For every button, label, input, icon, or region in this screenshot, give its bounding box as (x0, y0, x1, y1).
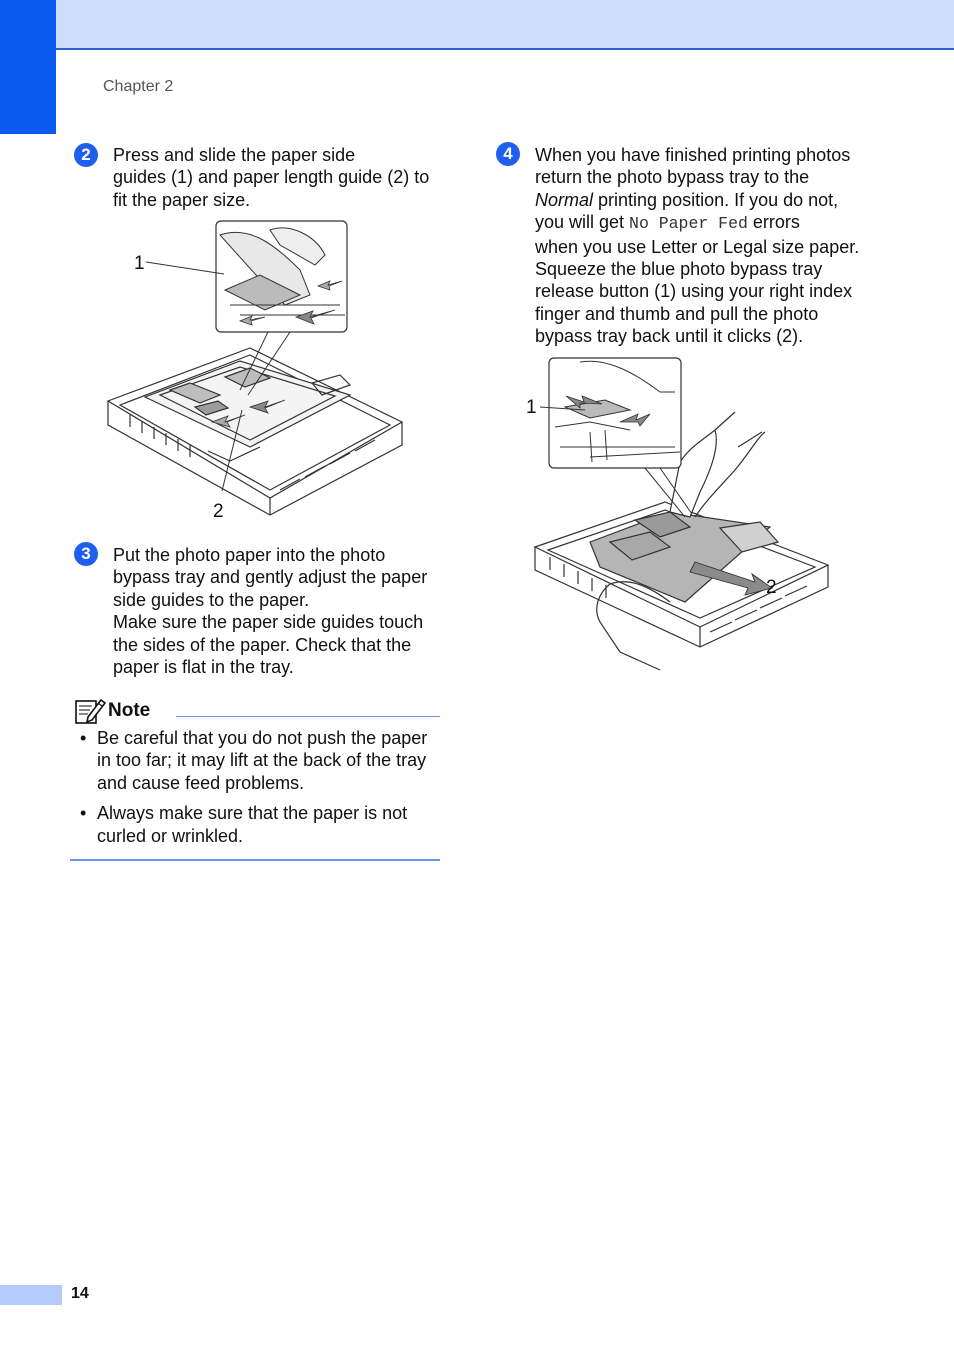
step-4-line: bypass tray back until it clicks (2). (535, 326, 804, 347)
step-3-text: Put the photo paper into the photo bypas… (113, 544, 443, 678)
step-3-line: paper is flat in the tray. (113, 657, 294, 678)
step-3-line: side guides to the paper. (113, 589, 310, 610)
step-2-line: guides (1) and paper length guide (2) to (113, 167, 430, 188)
normal-mode-term: Normal (535, 189, 594, 210)
step-4-text: When you have finished printing photos r… (535, 144, 875, 348)
note-list: • Be careful that you do not push the pa… (80, 727, 440, 855)
chapter-label: Chapter 2 (103, 78, 174, 95)
step-4-line: you will get No Paper Fed errors (535, 211, 875, 235)
note-item: • Always make sure that the paper is not… (80, 802, 440, 847)
note-divider-bottom (70, 859, 440, 861)
step-2-line: fit the paper size. (113, 189, 251, 210)
step-2-line: Press and slide the paper side (113, 145, 356, 165)
chapter-tab (0, 0, 56, 134)
figure-1-label-2: 2 (213, 501, 224, 522)
step-2-text: Press and slide the paper side guides (1… (113, 144, 443, 211)
note-line: and cause feed problems. (97, 772, 305, 793)
step-3-line: the sides of the paper. Check that the (113, 634, 412, 655)
step-3-line: Put the photo paper into the photo (113, 545, 386, 565)
step-3-line: bypass tray and gently adjust the paper (113, 567, 428, 588)
note-line: curled or wrinkled. (97, 825, 244, 846)
note-header: Note (74, 697, 440, 727)
step-4-line-post: errors (747, 212, 800, 233)
step-4-line-rest: printing position. If you do not, (593, 189, 839, 210)
paper-guide-illustration: 1 2 (106, 220, 404, 522)
note-line: Always make sure that the paper is not (97, 803, 408, 824)
header-band (0, 0, 954, 50)
step-4-line: Squeeze the blue photo bypass tray (535, 259, 823, 280)
page-number: 14 (71, 1285, 89, 1302)
figure-2-label-1: 1 (526, 397, 537, 418)
step-4-line: Normal printing position. If you do not, (535, 189, 875, 211)
page-number-tab (0, 1285, 62, 1305)
note-line: Be careful that you do not push the pape… (97, 728, 428, 748)
note-line: in too far; it may lift at the back of t… (97, 750, 427, 771)
note-divider-top (176, 716, 440, 717)
figure-2-label-2: 2 (766, 577, 777, 598)
bypass-tray-illustration: 1 2 (526, 357, 830, 671)
note-bullet: • (80, 803, 87, 824)
step-4-line-pre: you will get (535, 212, 630, 233)
note-bullet: • (80, 728, 87, 748)
step-4-line: when you use Letter or Legal size paper. (535, 236, 860, 257)
step-3-line: Make sure the paper side guides touch (113, 612, 424, 633)
step-4-line: When you have finished printing photos (535, 145, 851, 165)
error-message-code: No Paper Fed (629, 214, 748, 234)
step-4-line: finger and thumb and pull the photo (535, 303, 819, 324)
step-3-badge: 3 (74, 542, 98, 566)
figure-1-label-1: 1 (134, 253, 145, 274)
note-title: Note (108, 700, 151, 721)
step-2-badge: 2 (74, 143, 98, 167)
step-4-line: release button (1) using your right inde… (535, 281, 853, 302)
step-4-badge: 4 (496, 142, 520, 166)
pencil-note-icon (75, 698, 106, 724)
note-item: • Be careful that you do not push the pa… (80, 727, 440, 794)
step-4-line: return the photo bypass tray to the (535, 167, 810, 188)
